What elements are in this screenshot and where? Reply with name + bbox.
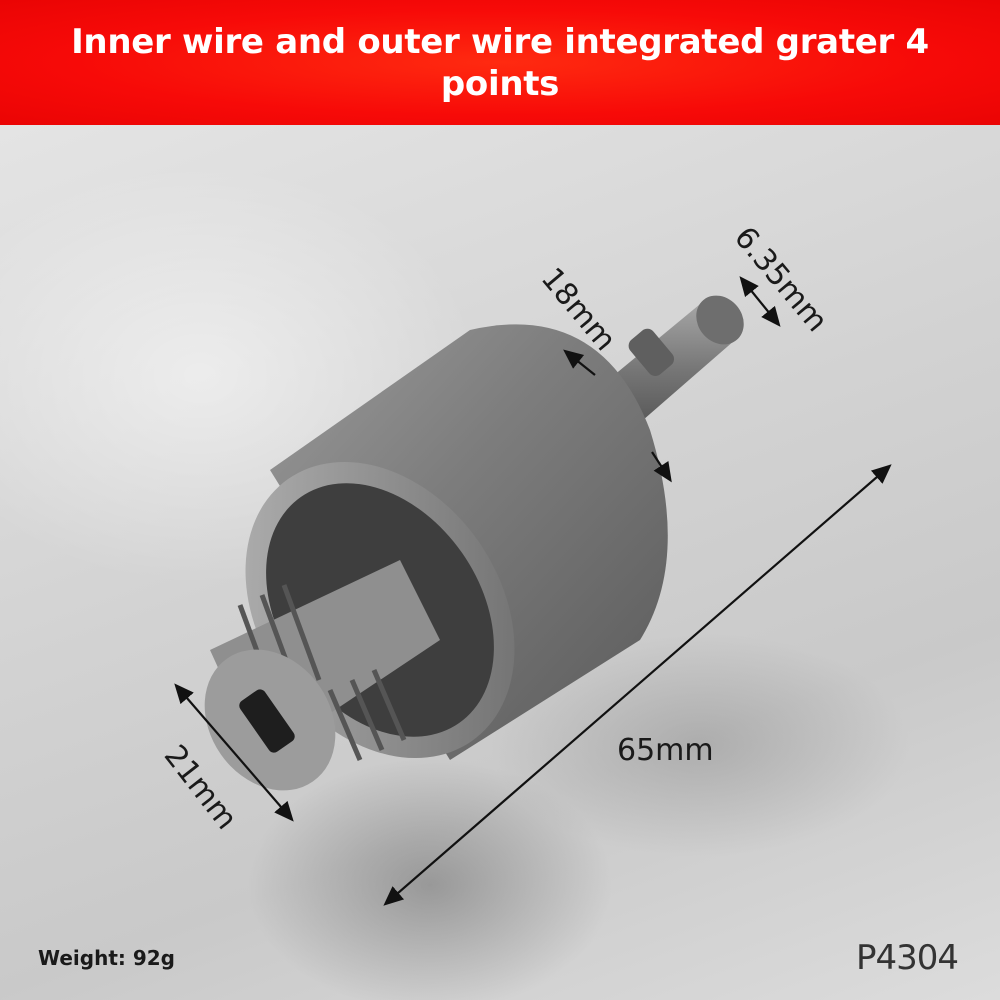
- product-code: P4304: [856, 938, 959, 978]
- banner-title: Inner wire and outer wire integrated gra…: [71, 21, 929, 104]
- head-diameter-arrow: [174, 683, 294, 822]
- total-length-label: 65mm: [617, 733, 714, 768]
- shank-hex-arrow: [739, 276, 781, 327]
- dimension-arrows: [174, 276, 892, 906]
- title-banner: Inner wire and outer wire integrated gra…: [0, 0, 1000, 125]
- total-length-arrow: [383, 464, 892, 906]
- shank-length-arrow-top: [563, 349, 596, 376]
- weight-label: Weight: 92g: [38, 946, 175, 970]
